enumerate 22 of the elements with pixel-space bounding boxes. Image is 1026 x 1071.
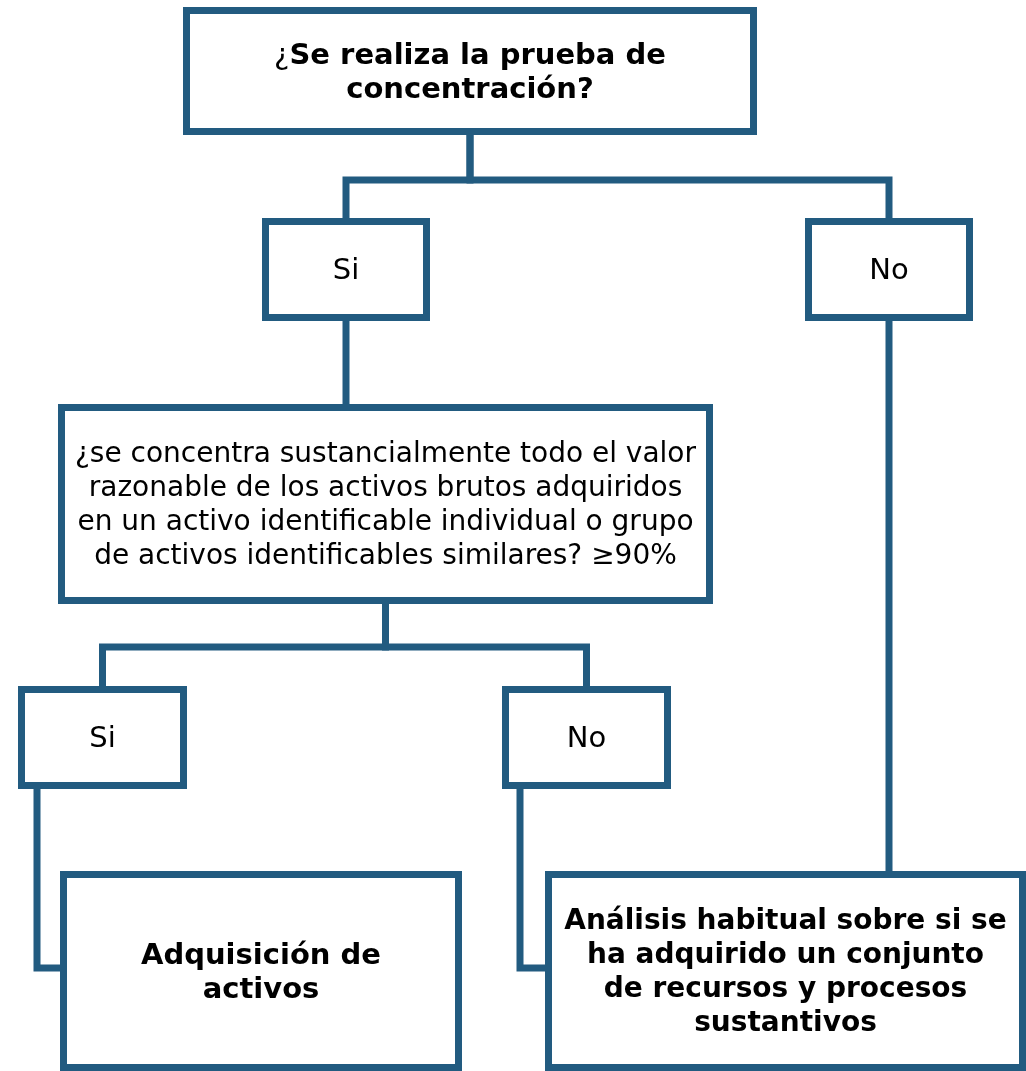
process-box <box>262 218 430 321</box>
process-box <box>545 871 1026 1071</box>
connector-line <box>466 135 893 218</box>
box-text: ¿Se realiza la prueba de concentración? <box>273 37 667 105</box>
connector-line <box>382 604 590 686</box>
connector-line <box>342 321 350 404</box>
box-text: No <box>869 250 909 288</box>
box-text: Análisis habitual sobre si se ha adquirido un conjunto de recursos y procesos sustantivos <box>564 903 1007 1039</box>
process-box <box>60 871 462 1071</box>
process-box <box>183 7 757 135</box>
process-box <box>502 686 671 789</box>
connector-line <box>885 321 893 871</box>
box-text: Si <box>332 250 360 288</box>
process-box <box>805 218 973 321</box>
box-text: Si <box>89 718 116 756</box>
process-box <box>58 404 713 604</box>
connector-line <box>516 789 545 972</box>
connector-line <box>33 789 60 972</box>
box-text: ¿se concentra sustancialmente todo el valor razonable de los activos brutos adquiridos en un activo identificable individual o grupo de activos identificables similares? ≥90% <box>74 436 697 572</box>
process-box <box>18 686 187 789</box>
box-text: Adquisición de activos <box>140 937 382 1005</box>
box-text: No <box>566 718 607 756</box>
